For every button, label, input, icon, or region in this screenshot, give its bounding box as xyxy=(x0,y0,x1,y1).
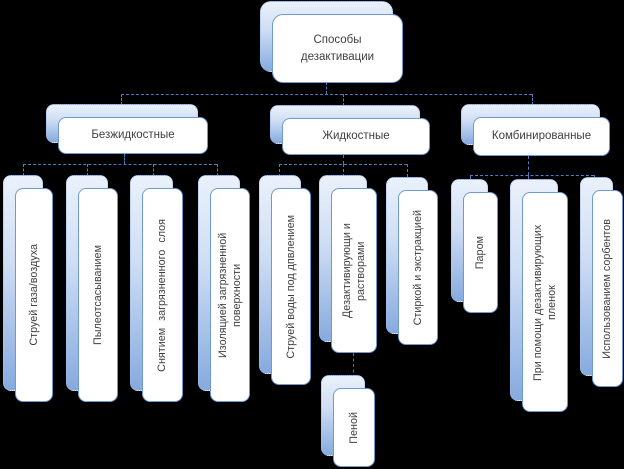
diagram-node-layer-removal: Снятием загрязненного слоя xyxy=(130,175,183,402)
node-face: При помощи дезактивирующих пленок xyxy=(522,192,568,412)
connector-drop-foam xyxy=(353,353,354,378)
diagram-node-steam: Паром xyxy=(451,179,498,313)
diagram-node-root: Способы дезактивации xyxy=(260,1,403,83)
diagram-node-surface-isolation: Изоляцией загрязненной поверхности xyxy=(198,175,250,402)
connector-drop-b1 xyxy=(279,164,280,177)
connector-drop-liquidfree xyxy=(121,94,122,105)
diagram-node-gas-jet: Струей газа/воздуха xyxy=(3,175,53,402)
node-label: Дезактивирующи и растворами xyxy=(340,223,367,318)
node-label: Изоляцией загрязненной поверхности xyxy=(216,232,243,358)
node-label: Струей газа/воздуха xyxy=(27,244,40,346)
connector-drop-c2 xyxy=(528,175,529,181)
connector-liquidfree-bus xyxy=(23,164,217,165)
node-face: Изоляцией загрязненной поверхности xyxy=(210,188,250,402)
node-label: Стиркой и экстракцией xyxy=(411,209,424,326)
connector-drop-combined xyxy=(532,94,533,105)
connector-liquidfree-stub xyxy=(124,154,125,164)
node-face: Дезактивирующи и растворами xyxy=(331,188,377,353)
node-face: Жидкостные xyxy=(282,118,430,155)
node-label: Использованием сорбентов xyxy=(601,218,614,359)
diagram-node-foam: Пеной xyxy=(321,375,375,467)
connector-combined-stub xyxy=(528,156,529,175)
diagram-node-decontaminating-solutions: Дезактивирующи и растворами xyxy=(319,175,377,353)
node-label: Комбинированные xyxy=(491,130,592,143)
connector-drop-b3 xyxy=(407,164,408,177)
node-label: Паром xyxy=(474,235,487,270)
node-face: Использованием сорбентов xyxy=(592,190,623,387)
connector-level1-bus xyxy=(121,94,532,95)
node-face: Пеной xyxy=(333,388,375,467)
node-face: Струей воды под дпвлением xyxy=(271,188,311,385)
connector-drop-a3 xyxy=(153,164,154,176)
node-label: Струей воды под дпвлением xyxy=(284,214,297,359)
node-face: Паром xyxy=(463,192,498,313)
diagram-node-combined: Комбинированные xyxy=(461,104,610,156)
diagram-node-sorbents: Использованием сорбентов xyxy=(580,177,623,387)
node-label: Жидкостные xyxy=(322,130,390,143)
node-face: Стиркой и экстракцией xyxy=(398,190,438,345)
node-face: Безжидкостные xyxy=(58,117,208,154)
connector-drop-a1 xyxy=(23,164,24,176)
node-face: Комбинированные xyxy=(473,117,610,156)
node-face: Струей газа/воздуха xyxy=(15,188,53,402)
diagram-node-washing-extraction: Стиркой и экстракцией xyxy=(386,177,438,345)
diagram-node-decontaminating-films: При помощи дезактивирующих пленок xyxy=(510,179,568,412)
connector-drop-a2 xyxy=(87,164,88,176)
node-label: При помощи дезактивирующих пленок xyxy=(531,223,558,381)
connector-liquid-stub xyxy=(343,155,344,164)
diagram-node-liquid: Жидкостные xyxy=(270,105,430,155)
node-label: Пылеотсасыванием xyxy=(91,244,104,346)
connector-combined-bus xyxy=(470,175,594,176)
diagram-node-water-jet: Струей воды под дпвлением xyxy=(259,175,311,385)
node-label: Способы дезактивации xyxy=(300,33,375,63)
diagram-node-liquidfree: Безжидкостные xyxy=(46,104,208,154)
node-label: Снятием загрязненного слоя xyxy=(156,218,169,372)
diagram-node-dust-suction: Пылеотсасыванием xyxy=(66,175,118,402)
node-label: Пеной xyxy=(347,411,360,444)
connector-drop-c1 xyxy=(470,175,471,181)
connector-drop-b2 xyxy=(343,164,344,177)
node-face: Снятием загрязненного слоя xyxy=(142,188,183,402)
connector-drop-liquid xyxy=(343,94,344,106)
node-face: Пылеотсасыванием xyxy=(78,188,118,402)
connector-root-stub xyxy=(326,82,327,94)
node-label: Безжидкостные xyxy=(91,129,175,142)
node-face: Способы дезактивации xyxy=(272,14,403,83)
connector-drop-a4 xyxy=(217,164,218,176)
